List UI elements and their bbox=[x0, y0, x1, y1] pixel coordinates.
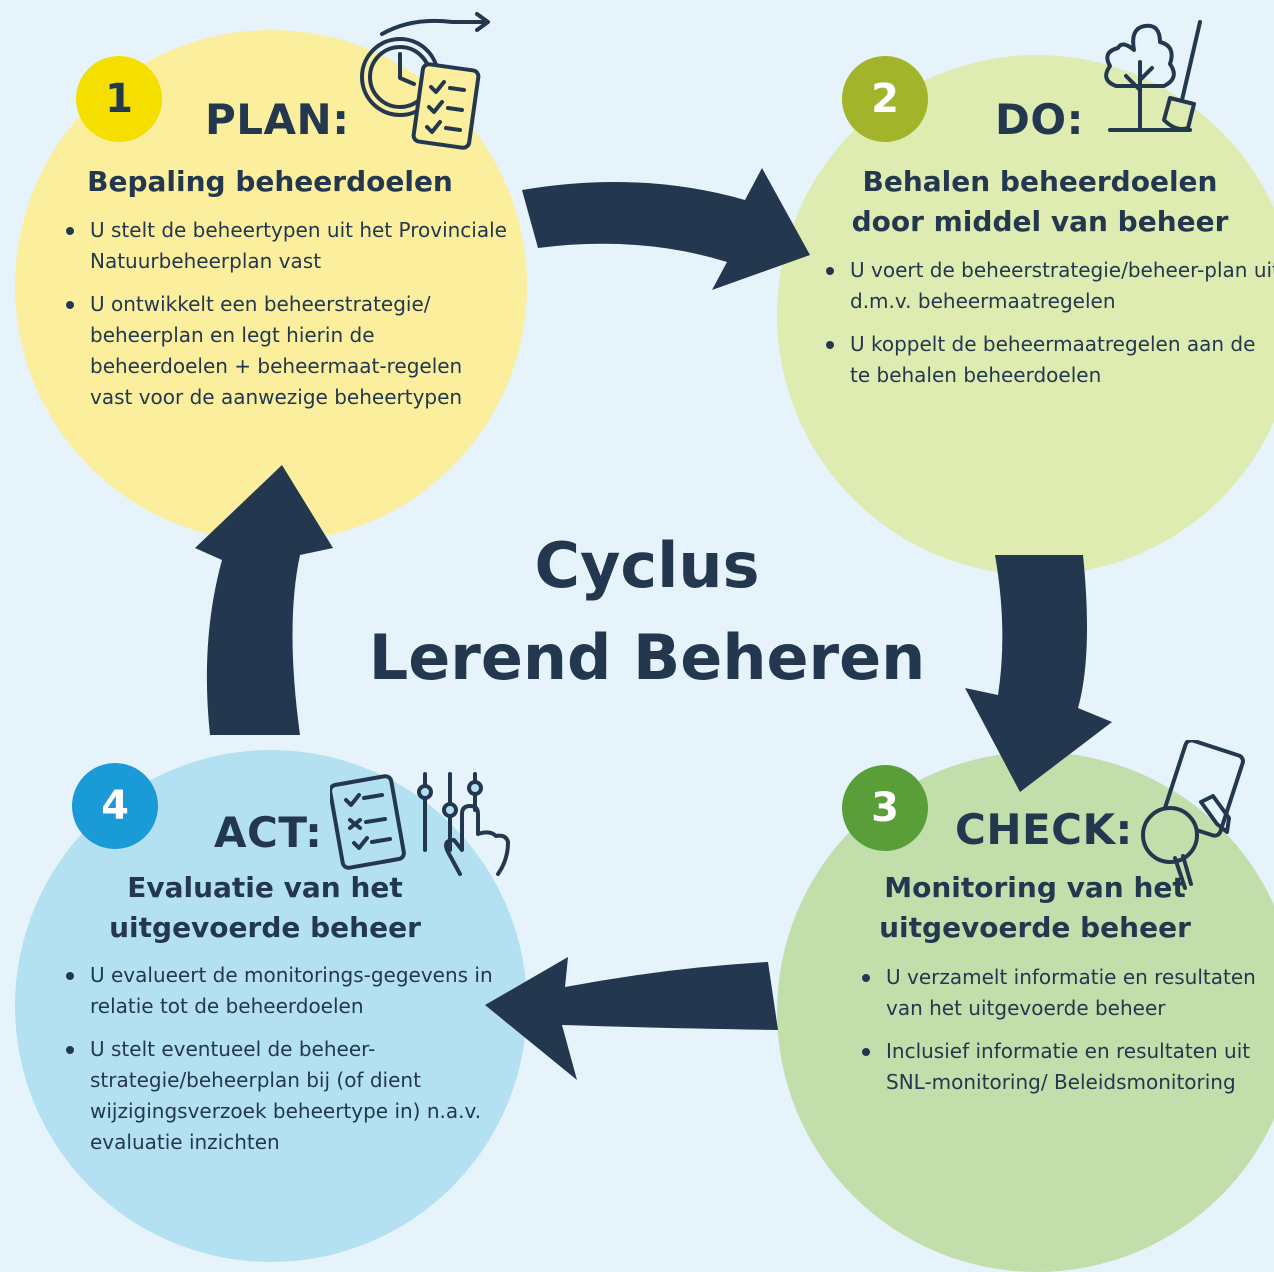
subtitle-line: door middel van beheer bbox=[851, 205, 1229, 238]
tree-shovel-icon bbox=[1100, 20, 1210, 135]
bullet-item: U koppelt de beheermaatregelen aan de te… bbox=[826, 329, 1274, 391]
subtitle-line: uitgevoerde beheer bbox=[109, 911, 421, 944]
bullet-item: U stelt eventueel de beheer-strategie/be… bbox=[66, 1034, 510, 1158]
cycle-title-line2: Lerend Beheren bbox=[368, 621, 926, 694]
step-heading: DO: bbox=[995, 95, 1084, 144]
step-badge: 2 bbox=[842, 56, 928, 142]
step-subtitle: Bepaling beheerdoelen bbox=[87, 165, 453, 198]
step-subtitle: Behalen beheerdoelen door middel van beh… bbox=[800, 162, 1274, 242]
checklist-sliders-hand-icon bbox=[330, 770, 515, 880]
step-number: 1 bbox=[105, 76, 133, 122]
arrow-do-to-check bbox=[965, 555, 1112, 792]
bullet-item: U ontwikkelt een beheerstrategie/ beheer… bbox=[66, 289, 510, 413]
bullet-item: U stelt de beheertypen uit het Provincia… bbox=[66, 215, 510, 277]
step-badge: 4 bbox=[72, 763, 158, 849]
clock-checklist-icon bbox=[352, 12, 497, 157]
step-badge: 3 bbox=[842, 765, 928, 851]
arrow-act-to-plan bbox=[195, 465, 333, 735]
step-subtitle: Evaluatie van het uitgevoerde beheer bbox=[40, 868, 490, 948]
step-bullets: U voert de beheerstrategie/beheer-plan u… bbox=[822, 255, 1274, 403]
bullet-item: U evalueert de monitorings-gegevens in r… bbox=[66, 960, 510, 1022]
step-badge: 1 bbox=[76, 56, 162, 142]
step-bullets: U verzamelt informatie en resultaten van… bbox=[858, 962, 1266, 1110]
cycle-title-line1: Cyclus bbox=[534, 529, 760, 602]
bullet-item: U voert de beheerstrategie/beheer-plan u… bbox=[826, 255, 1274, 317]
subtitle-line: uitgevoerde beheer bbox=[879, 911, 1191, 944]
step-number: 4 bbox=[101, 783, 129, 829]
step-subtitle: Monitoring van het uitgevoerde beheer bbox=[800, 868, 1270, 948]
step-bullets: U evalueert de monitorings-gegevens in r… bbox=[62, 960, 510, 1170]
subtitle-line: Monitoring van het bbox=[884, 871, 1186, 904]
do-circle bbox=[777, 55, 1274, 575]
bullet-item: U verzamelt informatie en resultaten van… bbox=[862, 962, 1266, 1024]
cycle-title: Cyclus Lerend Beheren bbox=[347, 520, 947, 704]
step-heading: ACT: bbox=[214, 808, 323, 857]
arrow-check-to-act bbox=[485, 957, 778, 1080]
subtitle-line: Behalen beheerdoelen bbox=[862, 165, 1218, 198]
step-number: 3 bbox=[871, 785, 899, 831]
step-bullets: U stelt de beheertypen uit het Provincia… bbox=[62, 215, 510, 425]
magnifier-document-icon bbox=[1135, 740, 1250, 895]
arrow-plan-to-do bbox=[522, 168, 810, 290]
step-number: 2 bbox=[871, 76, 899, 122]
bullet-item: Inclusief informatie en resultaten uit S… bbox=[862, 1036, 1266, 1098]
step-heading: CHECK: bbox=[955, 805, 1133, 854]
subtitle-line: Evaluatie van het bbox=[127, 871, 403, 904]
step-heading: PLAN: bbox=[205, 95, 350, 144]
